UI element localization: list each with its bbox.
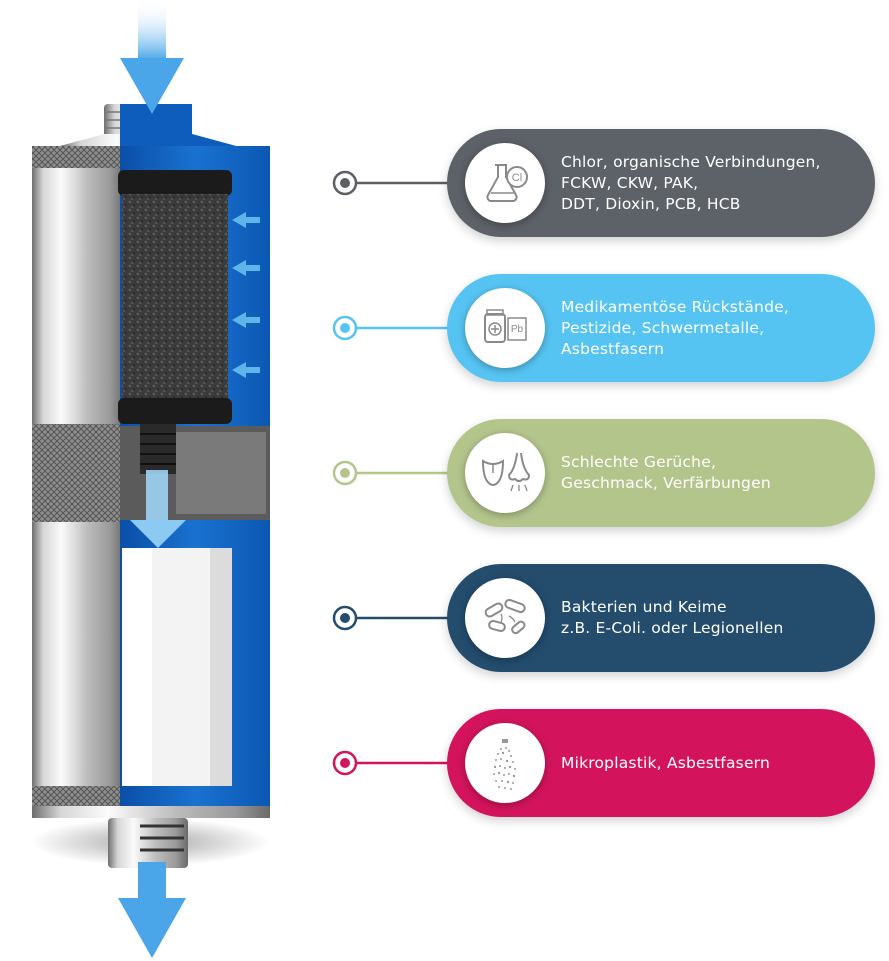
connector-line: [332, 605, 455, 631]
connector-line: [332, 170, 455, 196]
pill-line: Mikroplastik, Asbestfasern: [561, 753, 771, 772]
pill-line: FCKW, CKW, PAK,: [561, 173, 699, 192]
medicine-lead-icon: Pb: [465, 288, 545, 368]
pill-line: Geschmack, Verfärbungen: [561, 474, 771, 492]
pill-line: Schlechte Gerüche,: [561, 453, 717, 471]
contaminant-pill: Bakterien und Keime z.B. E-Coli. oder Le…: [447, 564, 875, 672]
contaminant-row-odour: Schlechte Gerüche, Geschmack, Verfärbung…: [330, 419, 875, 529]
contaminant-pill: Cl Chlor, organische Verbindungen, FCKW,…: [447, 129, 875, 237]
pill-line: Pestizide, Schwermetalle,: [561, 318, 765, 337]
connector-line: [332, 460, 455, 486]
contaminant-pill: Pb Medikamentöse Rückstände, Pestizide, …: [447, 274, 875, 382]
bacteria-icon: [465, 578, 545, 658]
contaminant-row-microplastic: Mikroplastik, Asbestfasern: [330, 709, 875, 819]
contaminant-pill: Schlechte Gerüche, Geschmack, Verfärbung…: [447, 419, 875, 527]
connector-line: [332, 750, 455, 776]
pill-line: Medikamentöse Rückstände,: [561, 297, 789, 316]
svg-text:Pb: Pb: [511, 324, 524, 335]
pill-line: Chlor, organische Verbindungen,: [561, 152, 821, 171]
microplastic-bottle-icon: [465, 723, 545, 803]
pill-line: DDT, Dioxin, PCB, HCB: [561, 194, 741, 213]
water-filter-cutaway-illustration: [30, 0, 270, 958]
pill-line: z.B. E-Coli. oder Legionellen: [561, 619, 784, 637]
flask-chlorine-icon: Cl: [465, 143, 545, 223]
contaminant-row-medication: Pb Medikamentöse Rückstände, Pestizide, …: [330, 274, 875, 384]
contaminant-pill: Mikroplastik, Asbestfasern: [447, 709, 875, 817]
connector-line: [332, 315, 455, 341]
pill-line: Bakterien und Keime: [561, 598, 727, 616]
pill-line: Asbestfasern: [561, 339, 665, 358]
contaminant-row-bacteria: Bakterien und Keime z.B. E-Coli. oder Le…: [330, 564, 875, 674]
contaminant-row-chlorine: Cl Chlor, organische Verbindungen, FCKW,…: [330, 129, 875, 239]
svg-text:Cl: Cl: [512, 172, 522, 184]
tongue-nose-icon: [465, 433, 545, 513]
